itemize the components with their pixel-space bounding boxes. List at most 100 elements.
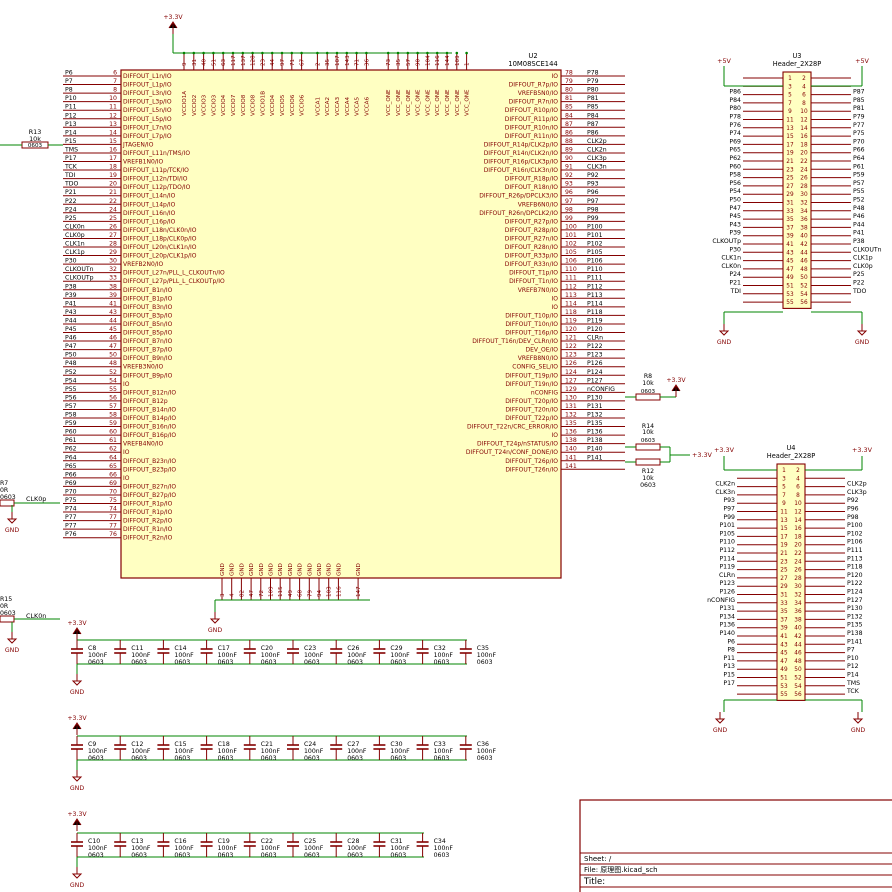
- u2-left-pin-number: 52: [109, 369, 117, 376]
- header-left-net: P47: [729, 205, 741, 212]
- u2-left-pin-name: DIFFOUT_L16p/IO: [123, 218, 176, 225]
- junction-dot: [325, 51, 329, 55]
- u2-right-net: P120: [587, 326, 603, 333]
- u2-right-pin-number: 78: [565, 70, 573, 77]
- header-right-net: P106: [847, 539, 863, 546]
- u2-left-pin-name: DIFFOUT_R1p/IO: [123, 509, 173, 516]
- header-pin-number: 50: [794, 667, 802, 673]
- u2-top-pin-number: 109: [455, 55, 461, 66]
- junction-dot: [455, 51, 459, 55]
- u2-right-pin-name: DIFFOUT_T22n/CRC_ERROR/IO: [467, 424, 558, 431]
- u2-left-net: CLK1p: [65, 249, 85, 256]
- header-right-net: P75: [853, 130, 865, 137]
- header-right-net: TDO: [852, 288, 867, 295]
- cap-ref: C15: [174, 741, 186, 748]
- u2-right-pin-name: DIFFOUT_T19n/IO: [505, 381, 558, 388]
- cap-ref: C17: [218, 645, 230, 652]
- u2-right-pin-number: 121: [565, 335, 577, 342]
- header-pin-number: 20: [800, 151, 808, 157]
- u2-left-net: P58: [65, 412, 77, 419]
- u2-left-pin-number: 75: [109, 497, 117, 504]
- cap-package: 0603: [477, 659, 493, 666]
- cap-ref: C35: [477, 645, 489, 652]
- u2-bottom-pin-number: 94: [317, 589, 323, 597]
- cap-ref: C9: [88, 741, 96, 748]
- cap-ref: C12: [131, 741, 143, 748]
- u2-left-pin-number: 22: [109, 198, 117, 205]
- header-pin-number: 41: [786, 242, 794, 248]
- r8-package: 0603: [641, 389, 656, 395]
- u2-right-pin-name: DIFFOUT_R33n/IO: [505, 261, 558, 268]
- junction-dot: [231, 51, 235, 55]
- u2-left-net: P74: [65, 506, 77, 513]
- u2-left-net: P56: [65, 394, 77, 401]
- u2-right-net: P114: [587, 300, 603, 307]
- ground-symbol-icon: [6, 638, 18, 644]
- cap-value: 100nF: [131, 652, 151, 659]
- u2-left-pin-number: 18: [109, 164, 117, 171]
- u2-right-net: P141: [587, 454, 603, 461]
- cap-ref: C25: [304, 838, 316, 845]
- u2-left-pin-name: VREFB3N0/IO: [123, 364, 164, 371]
- u2-right-net: P105: [587, 249, 603, 256]
- header-left-net: P126: [719, 589, 735, 596]
- u2-top-pin-name: VCC_ONE: [416, 89, 422, 116]
- header-pin-number: 47: [786, 267, 794, 273]
- cap-package: 0603: [131, 659, 147, 666]
- cap-ref: C24: [304, 741, 316, 748]
- header-pin-number: 29: [780, 584, 788, 590]
- cap-ref: C29: [390, 645, 402, 652]
- header-pin-number: 47: [780, 659, 788, 665]
- u2-left-pin-name: DIFFOUT_B27n/IO: [123, 483, 176, 490]
- u2-left-pin-name: VREFB2N0/IO: [123, 261, 164, 268]
- u2-right-pin-number: 85: [565, 104, 573, 111]
- ground-symbol-icon: [714, 718, 726, 724]
- r7-package: 0603: [0, 494, 16, 501]
- u2-right-pin-number: 101: [565, 232, 577, 239]
- cap-value: 100nF: [390, 845, 410, 852]
- header-pin-number: 28: [800, 184, 808, 190]
- gnd-label: GND: [851, 727, 865, 734]
- u2-left-pin-number: 69: [109, 480, 117, 487]
- header-left-net: P21: [729, 280, 741, 287]
- header-pin-number: 48: [794, 659, 802, 665]
- cap-package: 0603: [131, 755, 147, 762]
- cap-ref: C14: [174, 645, 186, 652]
- u2-right-pin-number: 80: [565, 87, 573, 94]
- u2-top-pin-number: 144: [445, 55, 451, 66]
- u2-left-pin-name: DIFFOUT_L12n/TDI/IO: [123, 176, 188, 183]
- u2-left-pin-name: DIFFOUT_L27p/PLL_L_CLKOUTp/IO: [123, 278, 225, 285]
- u2-top-pin-number: 116: [435, 55, 441, 66]
- u2-right-pin-name: CONFIG_SEL/IO: [512, 364, 558, 371]
- u2-right-pin-name: DIFFOUT_T20n/IO: [505, 406, 558, 413]
- header-left-net: P76: [729, 122, 741, 129]
- u2-right-pin-name: DIFFOUT_R18p/IO: [505, 176, 558, 183]
- header-left-net: P131: [719, 605, 735, 612]
- header-right-net: P7: [847, 647, 855, 654]
- header-pin-number: 5: [788, 93, 792, 99]
- u2-left-pin-name: DIFFOUT_B5p/IO: [123, 330, 173, 337]
- p5v-label-left: +5V: [717, 57, 731, 65]
- u3-reference: U3: [792, 52, 801, 60]
- cap-ref: C30: [390, 741, 402, 748]
- u2-left-pin-number: 58: [109, 412, 117, 419]
- u2-bottom-pin-number: 68: [298, 589, 304, 597]
- u2-bottom-pin-number: 79: [307, 589, 313, 597]
- gnd-label: GND: [5, 527, 19, 534]
- u2-top-pin-number: 1: [465, 62, 471, 66]
- header-right-net: TCK: [846, 688, 860, 695]
- u2-top-pin-number: 35: [325, 58, 331, 66]
- u2-left-pin-name: DIFFOUT_R1p/IO: [123, 501, 173, 508]
- u2-left-net: P22: [65, 198, 77, 205]
- cap-value: 100nF: [88, 748, 108, 755]
- u2-right-pin-number: 114: [565, 300, 577, 307]
- header-right-net: P124: [847, 589, 863, 596]
- header-left-net: P39: [729, 230, 741, 237]
- header-right-net: P111: [847, 547, 863, 554]
- u2-right-pin-name: DIFFOUT_R14p/CLK2p/IO: [484, 141, 559, 148]
- u2-left-net: P62: [65, 446, 77, 453]
- u2-bottom-pin-number: 147: [356, 586, 362, 597]
- u2-right-net: P110: [587, 266, 603, 273]
- ground-symbol-icon: [71, 776, 83, 782]
- u2-right-net: P113: [587, 292, 603, 299]
